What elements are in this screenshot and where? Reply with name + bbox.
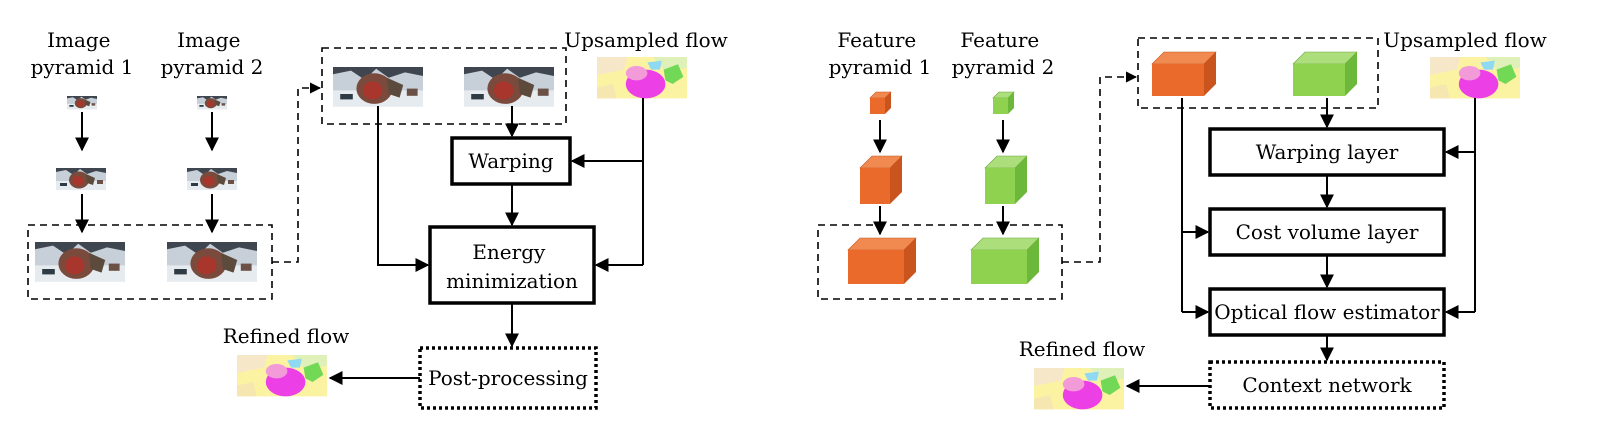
feature-pyramid-2-cube-small [992, 91, 1015, 114]
current-image-2 [464, 67, 554, 107]
right-upsampled-flow-image [1430, 57, 1520, 99]
optical-flow-estimator-label: Optical flow estimator [1214, 300, 1440, 324]
image-pyramid-1-level-small [67, 96, 97, 110]
image-pyramid-2-level-small [197, 96, 227, 110]
image-pyramid-2-label: Image pyramid 2 [161, 28, 264, 79]
energy-minimization-box [428, 225, 596, 305]
right-refined-flow-image [1034, 368, 1124, 410]
left-upsampled-flow-label: Upsampled flow [564, 28, 728, 52]
right-current-level-group [1137, 37, 1379, 109]
current-feature-2-cube [1292, 51, 1358, 96]
feature-pyramid-1-cube-small [869, 91, 892, 114]
image-pyramid-1-level-medium [56, 168, 106, 190]
image-pyramid-1-level-large [35, 242, 125, 282]
context-network-label: Context network [1242, 373, 1412, 397]
right-upsampled-flow-label: Upsampled flow [1383, 28, 1547, 52]
optical-flow-estimator-box [1208, 287, 1446, 337]
left-refined-flow-image [237, 355, 327, 397]
feature-pyramid-2-cube-medium [984, 155, 1028, 204]
cost-volume-layer-label: Cost volume layer [1236, 220, 1419, 244]
feature-pyramid-1-cube-large [847, 237, 917, 284]
feature-pyramid-2-label: Feature pyramid 2 [952, 28, 1055, 79]
right-refined-flow-label: Refined flow [1019, 337, 1146, 361]
energy-minimization-label: Energy minimization [446, 240, 578, 293]
arrow-image1-to-energy [377, 106, 430, 272]
left-refined-flow-label: Refined flow [223, 324, 350, 348]
warping-label: Warping [468, 149, 553, 173]
right-diagram: Feature pyramid 1 Feature pyramid 2 [817, 28, 1547, 410]
feature-pyramid-2-cube-large [970, 237, 1040, 284]
image-pyramid-2-level-medium [187, 168, 237, 190]
left-diagram: Image pyramid 1 Image pyramid 2 Upsample… [27, 28, 728, 410]
warping-layer-box [1208, 127, 1446, 177]
left-dashed-link [272, 82, 322, 263]
image-pyramid-1-label: Image pyramid 1 [31, 28, 134, 79]
feature-pyramid-1-cube-medium [859, 155, 903, 204]
current-feature-1-cube [1151, 51, 1217, 96]
image-pyramid-2-level-large [167, 242, 257, 282]
current-image-1 [333, 67, 423, 107]
left-current-level-group [321, 47, 567, 125]
feature-pyramid-1-label: Feature pyramid 1 [829, 28, 932, 79]
post-processing-box [418, 346, 598, 410]
post-processing-label: Post-processing [428, 366, 588, 390]
warping-layer-label: Warping layer [1256, 140, 1399, 164]
cost-volume-layer-box [1208, 207, 1446, 257]
right-dashed-link [1062, 71, 1138, 263]
left-upsampled-flow-image [597, 57, 687, 99]
